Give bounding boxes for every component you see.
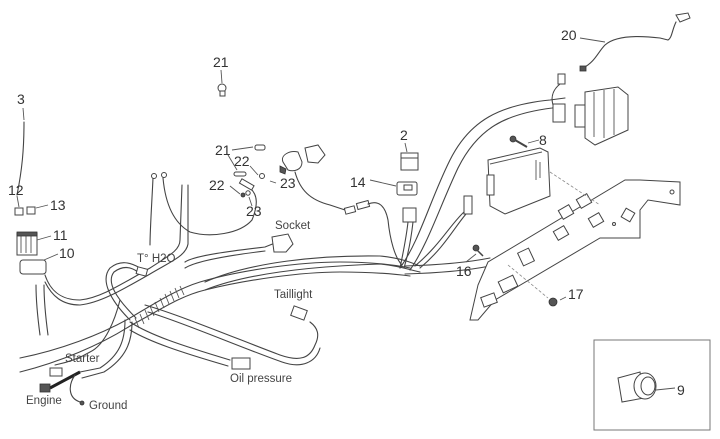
part-8-bolt <box>509 135 540 148</box>
part-number-9: 9 <box>677 382 685 398</box>
label-taillight: Taillight <box>274 289 313 301</box>
label-socket: Socket <box>275 220 311 232</box>
label-oil-pressure: Oil pressure <box>230 373 292 385</box>
engine-connector <box>39 383 51 393</box>
part-number-13: 13 <box>50 197 66 213</box>
left-branch <box>35 184 189 336</box>
part-17-nut <box>548 296 567 307</box>
label-engine: Engine <box>26 395 62 407</box>
part-20-cable <box>579 12 691 72</box>
part-2-relay <box>400 142 419 171</box>
part-9-inset <box>593 339 711 431</box>
main-harness <box>19 97 566 373</box>
relay-socket <box>399 207 417 269</box>
part-number-14: 14 <box>350 174 366 190</box>
part-number-8: 8 <box>539 132 547 148</box>
part-number-3: 3 <box>17 91 25 107</box>
starter-connector <box>49 367 63 377</box>
part-number-23-lower: 23 <box>246 203 262 219</box>
starter-branch <box>39 299 133 406</box>
oil-pressure-connector <box>231 357 251 370</box>
part-number-21: 21 <box>215 142 231 158</box>
label-starter: Starter <box>65 353 100 365</box>
temp-sensor-connector <box>135 266 149 277</box>
starter-relay <box>279 144 403 266</box>
ground-terminal <box>79 400 85 406</box>
part-number-10: 10 <box>59 245 75 261</box>
taillight-connector <box>290 305 308 321</box>
part-number-22-upper: 22 <box>234 153 250 169</box>
socket-branch <box>184 233 294 269</box>
part-number-21-top: 21 <box>213 54 229 70</box>
label-ground: Ground <box>89 400 127 412</box>
mounting-bracket <box>469 171 681 321</box>
part-number-12: 12 <box>8 182 24 198</box>
oil-pressure-branch <box>129 321 251 370</box>
label-temp-h2o: T° H2O <box>137 253 176 265</box>
fastener-cluster <box>227 144 277 207</box>
part-number-11: 11 <box>53 227 68 243</box>
part-14-holder <box>369 179 418 196</box>
voltage-regulator <box>551 73 629 146</box>
part-number-20: 20 <box>561 27 577 43</box>
part-16-screw <box>465 244 484 263</box>
part-21-bolt-top <box>217 69 227 97</box>
part-12-clip <box>14 207 24 216</box>
part-number-22-lower: 22 <box>209 177 225 193</box>
part-3-tube <box>16 121 25 196</box>
taillight-branch <box>144 304 321 366</box>
part-10-holder <box>19 259 47 275</box>
ecu-connector <box>463 195 473 215</box>
part-13-clip <box>26 206 36 215</box>
part-number-2: 2 <box>400 127 408 143</box>
socket-connector <box>271 233 294 253</box>
part-number-17: 17 <box>568 286 584 302</box>
part-number-16: 16 <box>456 263 472 279</box>
ecu-module <box>486 147 551 215</box>
part-number-23-upper: 23 <box>280 175 296 191</box>
upper-cables <box>149 172 257 246</box>
